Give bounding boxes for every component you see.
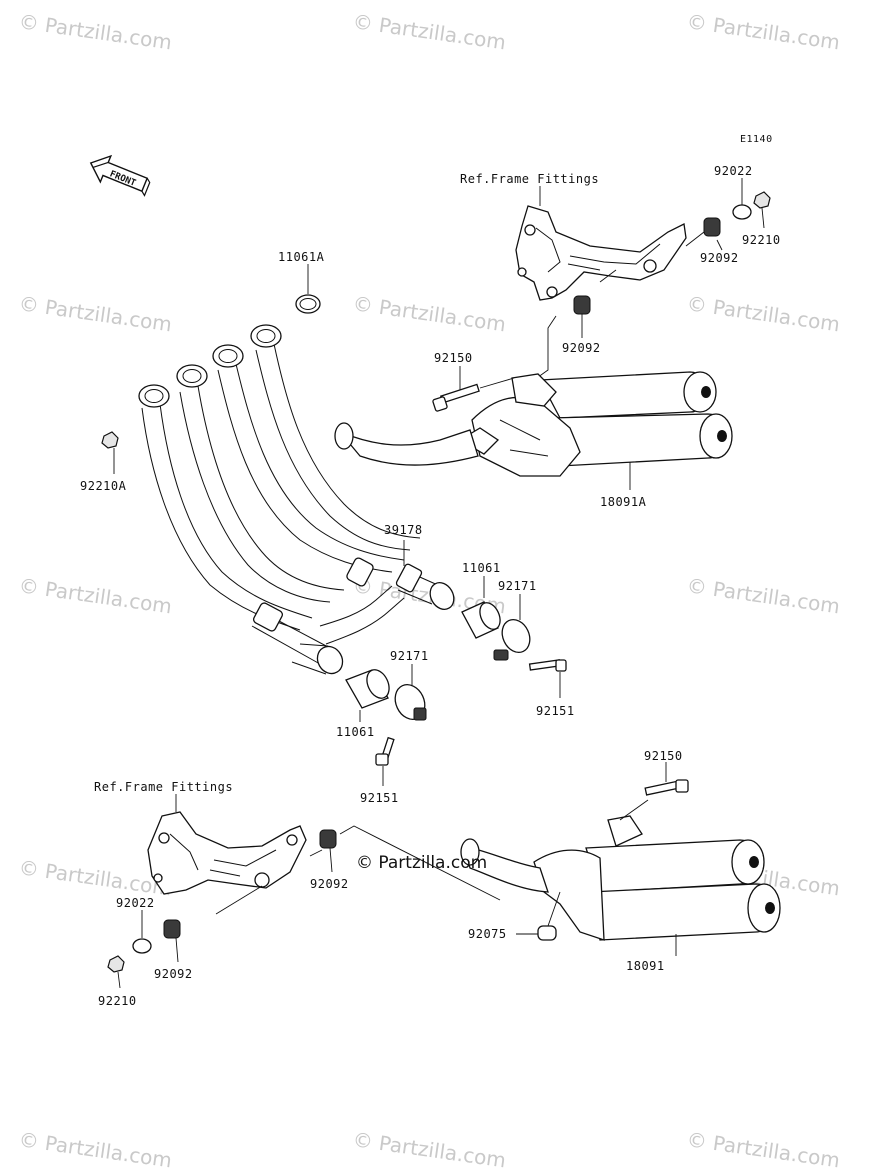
label-92092-top-right: 92092	[700, 251, 739, 265]
label-92151-left: 92151	[360, 791, 399, 805]
clamp-92171-left	[394, 664, 427, 721]
leader-frame-to-muffler	[533, 315, 557, 381]
label-92092-bottom-left: 92092	[154, 967, 193, 981]
bolt-92150-top	[432, 366, 515, 412]
bolt-92151-right	[528, 659, 567, 698]
collar-92092-top-right	[685, 217, 723, 251]
label-11061-left: 11061	[336, 725, 375, 739]
label-92075: 92075	[468, 927, 507, 941]
nut-92210-top	[753, 191, 771, 229]
watermark: © Partzilla.com	[685, 573, 841, 618]
label-11061-right: 11061	[462, 561, 501, 575]
diagram-code: E1140	[740, 134, 773, 145]
bolt-92150-bottom	[644, 762, 689, 796]
label-92171-left: 92171	[390, 649, 429, 663]
collar-92092-top-mid	[573, 295, 591, 338]
watermark: © Partzilla.com	[17, 9, 173, 54]
watermark: © Partzilla.com	[351, 291, 507, 336]
washer-92022-top	[732, 178, 752, 220]
label-92092-bottom-mid: 92092	[310, 877, 349, 891]
watermark: © Partzilla.com	[351, 1127, 507, 1170]
muffler-18091	[460, 799, 781, 956]
clamp-92171-right	[493, 594, 531, 661]
watermark: © Partzilla.com	[17, 291, 173, 336]
collar-92092-bottom-left	[163, 919, 181, 963]
label-92210-bottom: 92210	[98, 994, 137, 1008]
label-92171-right: 92171	[498, 579, 537, 593]
nut-92210-bottom	[107, 955, 125, 989]
upper-frame-fitting	[515, 186, 687, 301]
ref-label-upper: Ref.Frame Fittings	[460, 172, 599, 186]
watermark: © Partzilla.com	[17, 1127, 173, 1170]
label-92210-top: 92210	[742, 233, 781, 247]
watermark: © Partzilla.com	[685, 9, 841, 54]
label-92022-bottom: 92022	[116, 896, 155, 910]
front-arrow-icon: FRONT	[89, 154, 151, 197]
washer-92022-bottom	[132, 910, 152, 954]
label-92210A: 92210A	[80, 479, 127, 493]
label-18091A: 18091A	[600, 495, 647, 509]
label-92150-bottom: 92150	[644, 749, 683, 763]
gasket-11061-left	[345, 669, 390, 722]
watermark: © Partzilla.com	[685, 1127, 841, 1170]
exhaust-header-pipes-39178	[138, 324, 455, 675]
label-92022-top: 92022	[714, 164, 753, 178]
nut-92210A	[101, 431, 119, 474]
bolt-92151-left	[375, 736, 395, 786]
label-11061A: 11061A	[278, 250, 325, 264]
watermark: © Partzilla.com	[17, 573, 173, 618]
label-92151-right: 92151	[536, 704, 575, 718]
gasket-11061A	[295, 264, 321, 314]
center-watermark: © Partzilla.com	[356, 853, 487, 873]
damper-92075	[516, 891, 561, 941]
label-92092-top-mid: 92092	[562, 341, 601, 355]
label-18091: 18091	[626, 959, 665, 973]
ref-label-lower: Ref.Frame Fittings	[94, 780, 233, 794]
label-39178: 39178	[384, 523, 423, 537]
muffler-18091A	[334, 371, 733, 490]
watermark: © Partzilla.com	[351, 9, 507, 54]
gasket-11061-right	[461, 576, 501, 639]
collar-92092-bottom-mid	[319, 825, 501, 901]
label-92150-top: 92150	[434, 351, 473, 365]
lower-frame-fitting	[147, 794, 323, 915]
watermark: © Partzilla.com	[685, 291, 841, 336]
